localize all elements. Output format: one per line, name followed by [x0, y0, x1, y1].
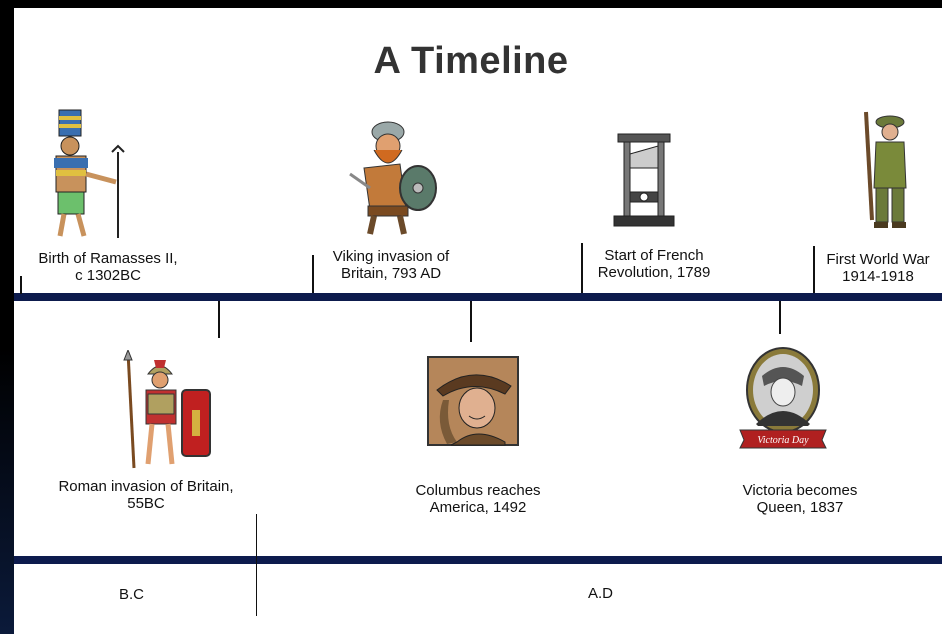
- tick-french-revolution: [581, 243, 583, 293]
- roman-soldier-icon: [123, 350, 211, 469]
- victoria-banner-text: Victoria Day: [757, 435, 809, 446]
- soldier-icon: [864, 111, 907, 228]
- event-label-ramasses: Birth of Ramasses II,c 1302BC: [38, 250, 178, 284]
- era-divider: [256, 514, 257, 616]
- victoria-portrait-icon: Victoria Day: [739, 347, 827, 449]
- timeline-panel: [14, 8, 942, 634]
- pharaoh-icon: [54, 109, 125, 238]
- tick-victoria: [779, 301, 781, 334]
- tick-viking: [312, 255, 314, 293]
- tick-roman: [218, 301, 220, 338]
- page-title: A Timeline: [373, 40, 569, 82]
- era-label-bc: B.C: [119, 586, 145, 603]
- viking-icon: [349, 121, 437, 235]
- era-label-ad: A.D: [588, 585, 614, 602]
- event-label-roman: Roman invasion of Britain,55BC: [58, 478, 234, 512]
- tick-first-world-war: [813, 246, 815, 293]
- era-bar: [14, 556, 942, 564]
- main-timeline-bar: [14, 293, 942, 301]
- tick-columbus: [470, 301, 472, 342]
- guillotine-icon: [613, 133, 675, 227]
- columbus-portrait-icon: [427, 356, 519, 446]
- tick-ramasses: [20, 276, 22, 294]
